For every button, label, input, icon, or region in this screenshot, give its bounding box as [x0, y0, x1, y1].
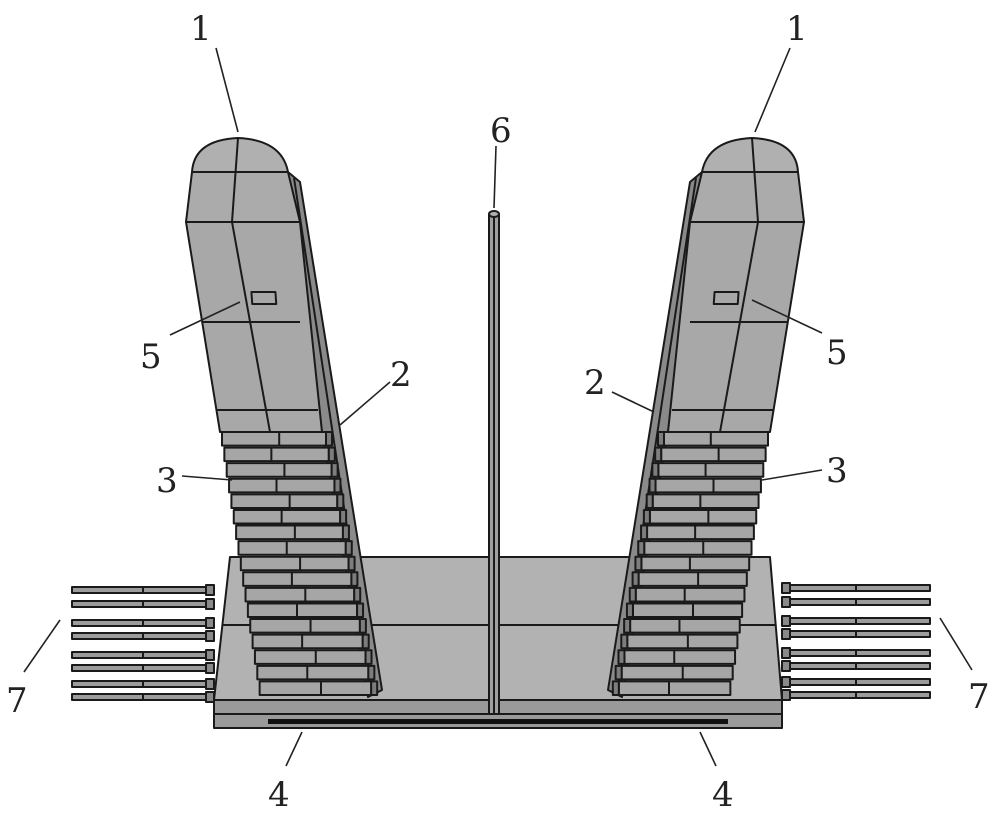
brick	[221, 431, 327, 447]
rod-connector	[781, 647, 791, 659]
brick	[242, 571, 353, 587]
rods-right	[781, 582, 931, 701]
leader-lines	[23, 47, 973, 767]
brick	[651, 493, 760, 509]
brick	[239, 555, 350, 572]
tower-left	[185, 137, 383, 698]
brick	[228, 477, 336, 494]
brick	[643, 540, 753, 556]
brick	[626, 633, 739, 650]
label-side-right: 2	[584, 363, 606, 403]
brick	[640, 555, 751, 572]
pole	[488, 210, 500, 715]
marker-right	[712, 291, 740, 305]
label-marker-left: 5	[140, 337, 162, 377]
rod-connector	[205, 691, 215, 703]
rod-connector	[205, 584, 215, 596]
brick	[253, 649, 367, 665]
rod-connector	[205, 630, 215, 642]
brick	[235, 524, 344, 541]
rod-connector	[205, 662, 215, 674]
brick	[258, 680, 373, 696]
base-slot	[268, 719, 728, 724]
rod-connector	[781, 676, 791, 688]
brick	[629, 618, 741, 634]
label-rods-right: 7	[968, 677, 990, 717]
brick	[249, 618, 361, 634]
tower-right	[607, 137, 805, 698]
rod-connector	[781, 582, 791, 594]
brick	[246, 602, 359, 619]
brick	[631, 602, 744, 619]
brick	[663, 431, 769, 447]
brick	[637, 571, 748, 587]
brick	[251, 633, 364, 650]
brick	[648, 508, 758, 525]
brick	[660, 446, 767, 463]
rod-connector	[781, 689, 791, 701]
brick	[657, 462, 765, 478]
rod-connector	[781, 615, 791, 627]
rod-connector	[205, 649, 215, 661]
rods-left	[71, 584, 215, 703]
label-base-right: 4	[712, 775, 734, 815]
label-pole: 6	[490, 111, 512, 151]
rod-connector	[781, 660, 791, 672]
label-tower-right: 1	[786, 9, 808, 49]
brick	[223, 446, 330, 463]
label-side-left: 2	[390, 355, 412, 395]
rod-connector	[781, 596, 791, 608]
brick	[623, 649, 737, 665]
rod-connector	[781, 628, 791, 640]
label-tower-left: 1	[190, 9, 212, 49]
marker-left	[250, 291, 278, 305]
rod-connector	[205, 678, 215, 690]
label-rods-left: 7	[6, 681, 28, 721]
brick	[654, 477, 762, 494]
label-base-left: 4	[268, 775, 290, 815]
brick	[232, 508, 342, 525]
brick	[244, 586, 356, 603]
brick	[225, 462, 333, 478]
brick	[617, 680, 732, 696]
brick	[634, 586, 746, 603]
brick-stack-left	[221, 431, 379, 696]
rod-connector	[205, 598, 215, 610]
rod-connector	[205, 617, 215, 629]
brick	[256, 664, 370, 681]
brick	[230, 493, 339, 509]
label-bricks-left: 3	[156, 461, 178, 501]
brick	[237, 540, 347, 556]
label-marker-right: 5	[826, 333, 848, 373]
brick	[646, 524, 755, 541]
brick	[620, 664, 734, 681]
brick-stack-right	[611, 431, 769, 696]
label-bricks-right: 3	[826, 451, 848, 491]
